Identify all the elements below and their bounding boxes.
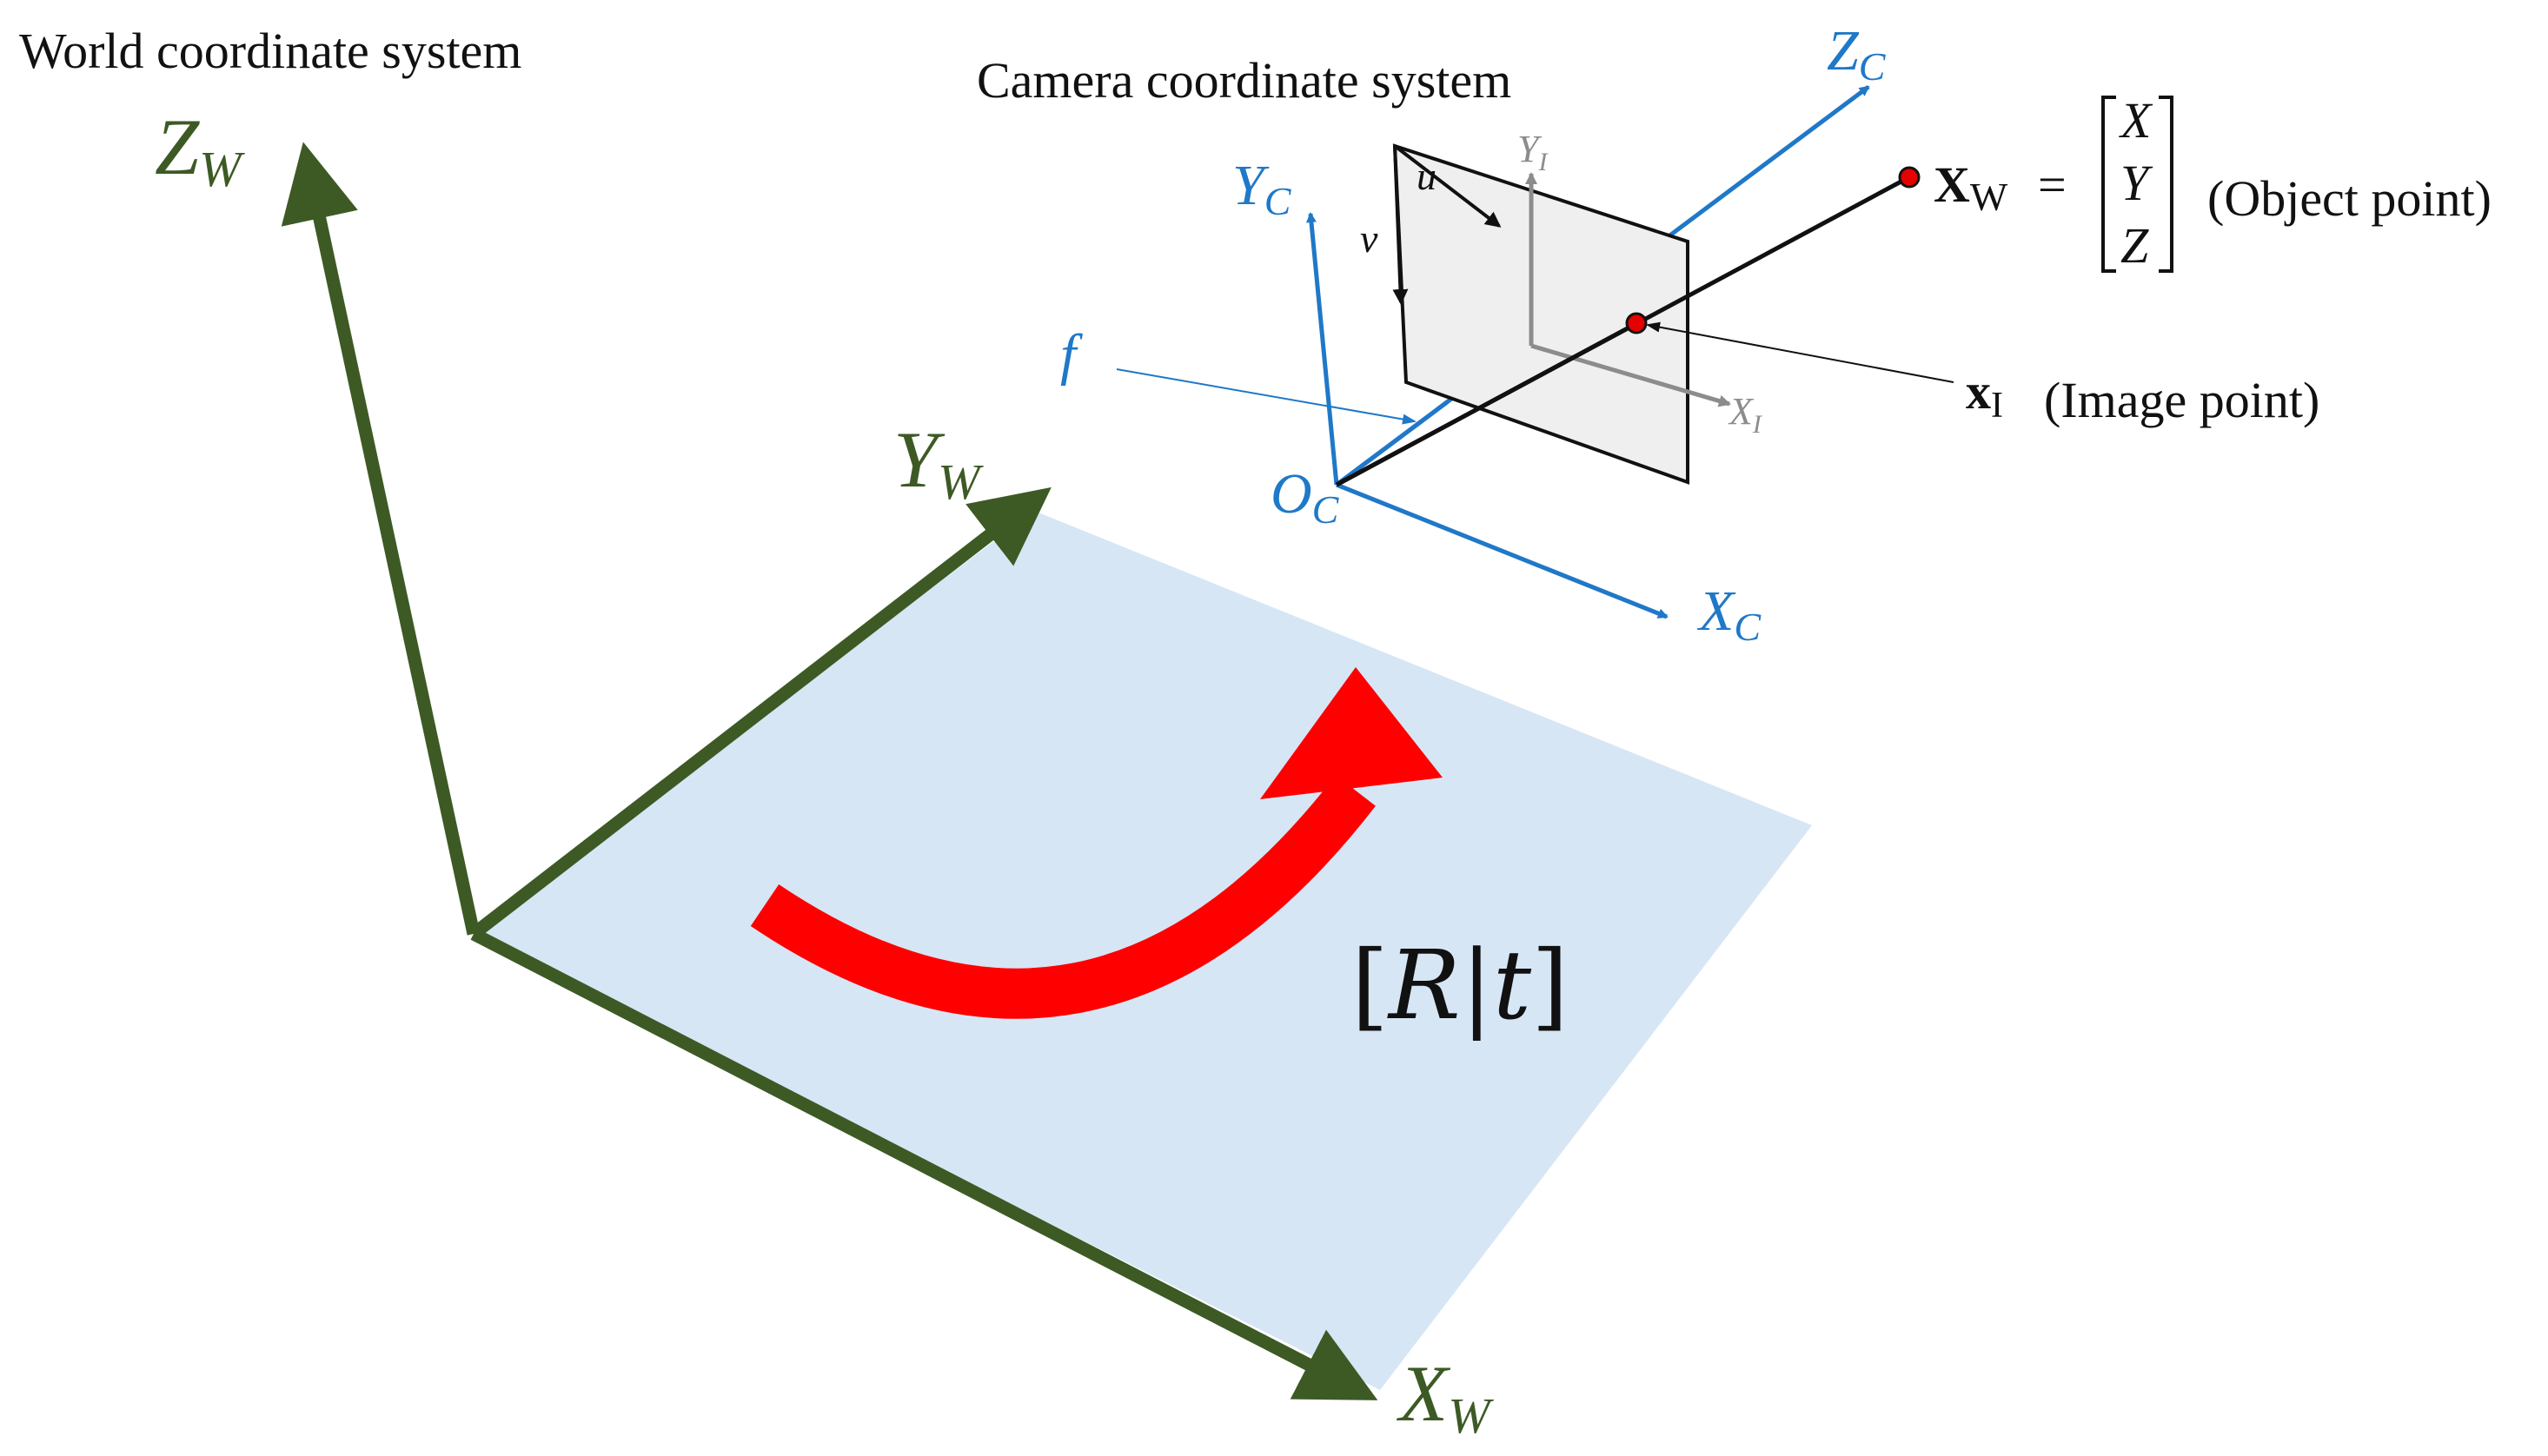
world-z-axis bbox=[281, 142, 481, 936]
u-arrow bbox=[1393, 144, 1502, 228]
transform-label: [R|t] bbox=[1351, 930, 1569, 1041]
camera-x-label: XC bbox=[1696, 579, 1762, 649]
camera-z-label: ZC bbox=[1827, 19, 1887, 89]
world-axes bbox=[281, 142, 1378, 1400]
image-point-symbol: xI bbox=[1966, 363, 2003, 426]
object-eq-lhs: XW bbox=[1934, 156, 2008, 219]
image-y-label: YI bbox=[1517, 128, 1549, 176]
focal-label: f bbox=[1060, 323, 1083, 387]
camera-y-label: YC bbox=[1232, 154, 1292, 223]
rotation-arrow-body bbox=[750, 775, 1376, 1019]
object-point bbox=[1898, 166, 1921, 189]
focal-leader bbox=[1116, 368, 1417, 425]
camera-system-label: Camera coordinate system bbox=[977, 52, 1511, 109]
u-label: u bbox=[1417, 154, 1437, 198]
image-x-label: XI bbox=[1728, 390, 1763, 439]
world-y-label: YW bbox=[893, 415, 984, 510]
camera-z-front bbox=[1335, 400, 1449, 487]
image-x-axis bbox=[1530, 343, 1731, 407]
rotation-arrow-head bbox=[1260, 667, 1443, 799]
object-eq-equals: = bbox=[2038, 156, 2067, 213]
v-label: v bbox=[1360, 216, 1378, 261]
camera-x-axis bbox=[1336, 482, 1669, 619]
vector-y: Y bbox=[2120, 155, 2153, 211]
world-x-label: XW bbox=[1396, 1349, 1494, 1444]
camera-origin-label: OC bbox=[1271, 462, 1340, 532]
image-point-leader bbox=[1646, 321, 1954, 383]
projection-ray-front bbox=[1335, 322, 1636, 487]
object-point-label: (Object point) bbox=[2207, 170, 2492, 227]
world-system-label: World coordinate system bbox=[19, 23, 521, 79]
world-x-axis bbox=[470, 928, 1378, 1400]
vector-bracket bbox=[2101, 96, 2173, 273]
world-z-label: ZW bbox=[155, 103, 245, 197]
vector-z: Z bbox=[2120, 217, 2149, 274]
image-point-label: (Image point) bbox=[2044, 372, 2319, 428]
image-point bbox=[1625, 312, 1648, 334]
v-arrow bbox=[1392, 145, 1409, 305]
world-y-axis bbox=[469, 486, 1052, 939]
vector-x: X bbox=[2119, 92, 2153, 149]
camera-y-axis bbox=[1305, 212, 1339, 486]
